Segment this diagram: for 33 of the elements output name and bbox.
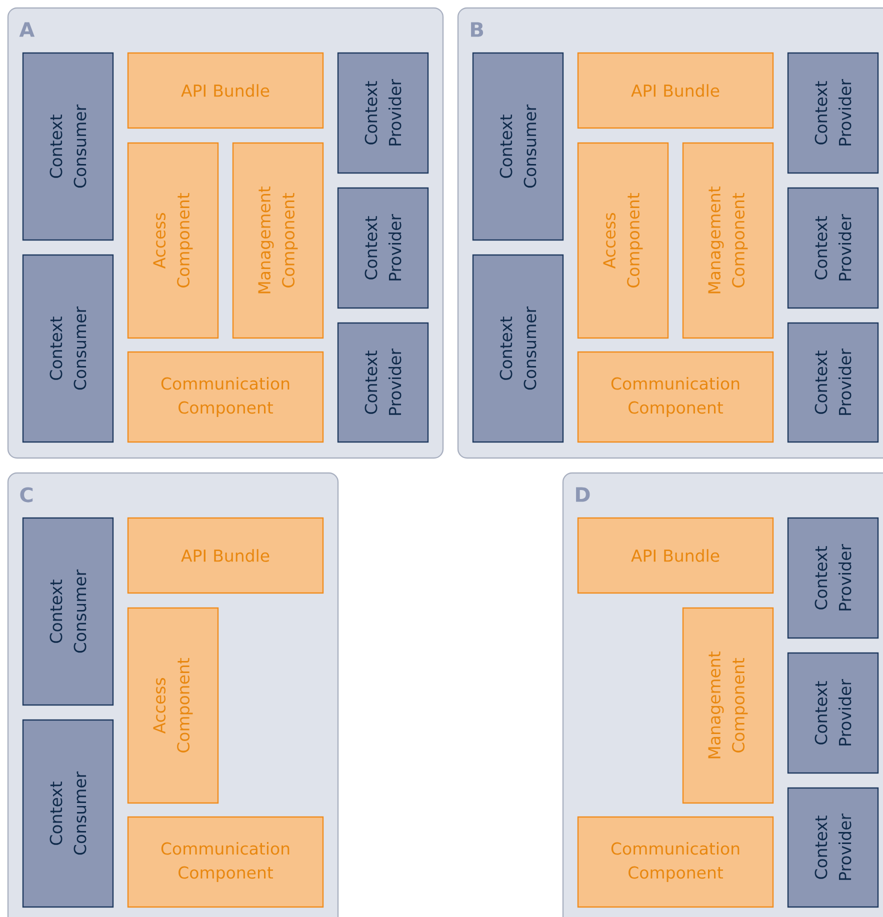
- component-box: Management Component: [682, 142, 774, 339]
- component-box: API Bundle: [127, 517, 324, 594]
- component-box: Access Component: [127, 607, 219, 804]
- context-box: Context Consumer: [472, 254, 564, 443]
- context-box: Context Provider: [787, 322, 879, 443]
- component-box: API Bundle: [127, 52, 324, 129]
- component-box: Communication Component: [577, 816, 774, 908]
- context-box: Context Provider: [787, 187, 879, 309]
- context-box: Context Consumer: [22, 52, 114, 241]
- context-box: Context Provider: [787, 787, 879, 908]
- panel-letter: A: [19, 22, 35, 37]
- context-box: Context Consumer: [472, 52, 564, 241]
- component-box: Communication Component: [577, 351, 774, 443]
- component-box: Communication Component: [127, 816, 324, 908]
- context-box: Context Consumer: [22, 254, 114, 443]
- context-box: Context Consumer: [22, 719, 114, 908]
- context-box: Context Provider: [337, 187, 429, 309]
- panel-letter: D: [576, 487, 590, 502]
- context-box: Context Provider: [337, 52, 429, 174]
- panel-letter: B: [471, 22, 484, 37]
- component-box: API Bundle: [577, 52, 774, 129]
- component-box: Access Component: [577, 142, 669, 339]
- context-box: Context Provider: [787, 652, 879, 774]
- context-box: Context Provider: [787, 517, 879, 639]
- context-box: Context Provider: [787, 52, 879, 174]
- component-box: Management Component: [232, 142, 324, 339]
- context-box: Context Consumer: [22, 517, 114, 706]
- component-box: Communication Component: [127, 351, 324, 443]
- component-box: Management Component: [682, 607, 774, 804]
- component-box: API Bundle: [577, 517, 774, 594]
- context-box: Context Provider: [337, 322, 429, 443]
- component-box: Access Component: [127, 142, 219, 339]
- panel-letter: C: [20, 487, 33, 502]
